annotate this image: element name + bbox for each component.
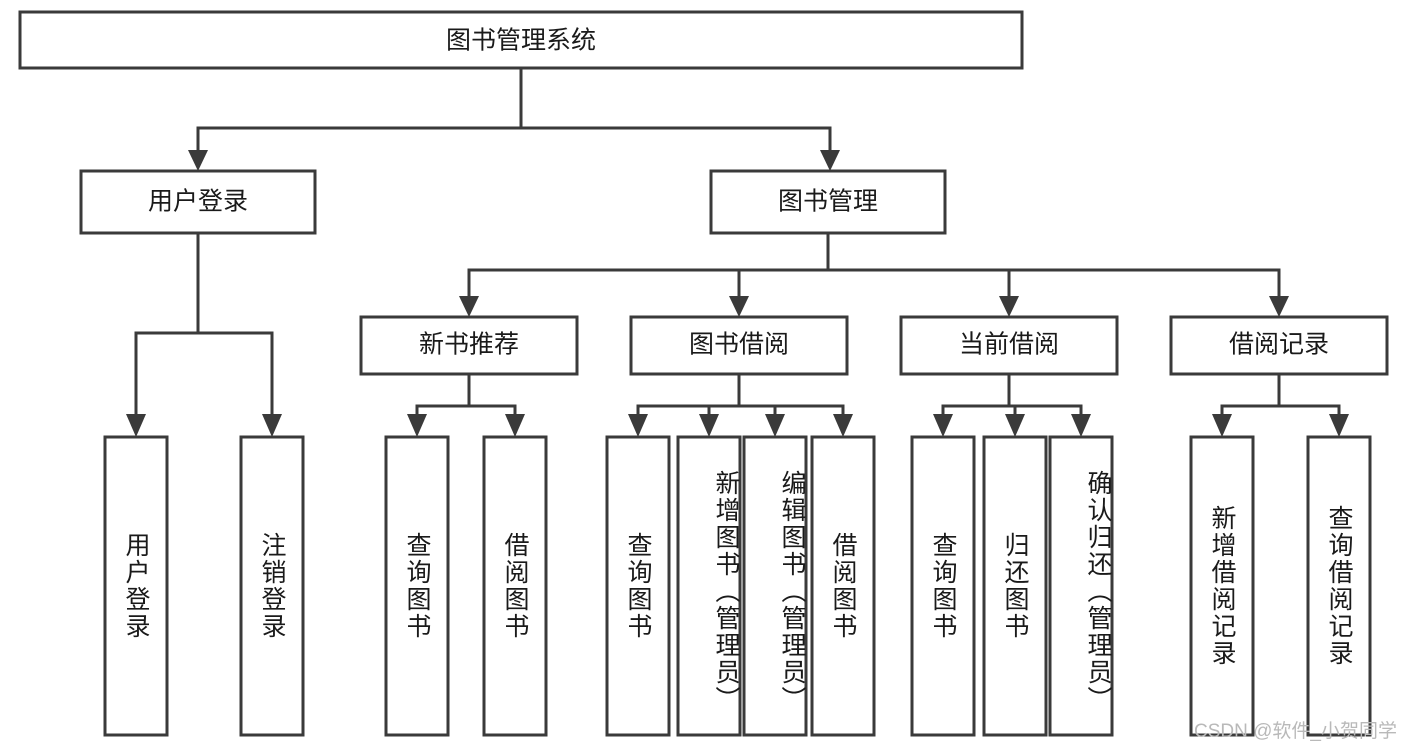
node-borrow-record-label: 借阅记录 (1229, 331, 1329, 359)
arrow-head-leaf-book-borrow-3 (833, 414, 853, 437)
arrow-head-leaf-book-borrow-0 (628, 414, 648, 437)
leaf-box-book-borrow-1[interactable] (676, 435, 742, 737)
node-user-login-label: 用户登录 (148, 188, 248, 216)
arrow-head-leaf-current-borrow-2 (1071, 414, 1091, 437)
node-root[interactable] (18, 10, 1024, 70)
arrow-head-leaf-book-borrow-2 (765, 414, 785, 437)
arrow-head-leaf-user-login-1 (262, 414, 282, 437)
watermark-text: CSDN @软件_小贺同学 (1194, 721, 1397, 742)
arrow-head-leaf-book-borrow-1 (699, 414, 719, 437)
arrow-head-leaf-borrow-record-1 (1329, 414, 1349, 437)
arrow-head-leaf-user-login-0 (126, 414, 146, 437)
connector-currentborrow-to-leaves (933, 372, 1091, 437)
arrow-head-leaf-current-borrow-1 (1005, 414, 1025, 437)
arrow-head-book-management (820, 150, 840, 171)
arrow-head-book-borrow (729, 296, 749, 317)
arrow-head-user-login (188, 150, 208, 171)
leaf-box-book-borrow-3[interactable] (810, 435, 876, 737)
leaf-box-new-book-1[interactable] (482, 435, 548, 737)
arrow-head-borrow-record (1269, 296, 1289, 317)
leaf-box-user-login-0[interactable] (103, 435, 169, 737)
arrow-head-current-borrow (999, 296, 1019, 317)
connector-bookmgmt-to-level3 (459, 231, 1289, 317)
connector-newbook-to-leaves (407, 372, 525, 437)
leaf-box-current-borrow-0[interactable] (910, 435, 976, 737)
node-new-book-recommend[interactable] (359, 315, 579, 376)
connector-bookborrow-to-leaves (628, 372, 853, 437)
leaf-box-new-book-0[interactable] (384, 435, 450, 737)
node-current-borrow-label: 当前借阅 (959, 331, 1059, 359)
connector-userlogin-to-leaves (126, 231, 282, 437)
arrow-head-leaf-new-book-0 (407, 414, 427, 437)
leaf-box-book-borrow-0[interactable] (605, 435, 671, 737)
leaf-box-user-login-1[interactable] (239, 435, 305, 737)
leaf-box-current-borrow-1[interactable] (982, 435, 1048, 737)
node-book-borrow-label: 图书借阅 (689, 331, 789, 359)
leaf-box-borrow-record-1[interactable] (1306, 435, 1372, 737)
node-root-label: 图书管理系统 (446, 27, 596, 55)
leaf-box-current-borrow-2[interactable] (1048, 435, 1114, 737)
leaf-box-book-borrow-2[interactable] (742, 435, 808, 737)
node-current-borrow[interactable] (899, 315, 1119, 376)
connector-root-to-level2 (188, 66, 840, 171)
arrow-head-leaf-new-book-1 (505, 414, 525, 437)
node-user-login[interactable] (79, 169, 317, 235)
arrow-head-leaf-borrow-record-0 (1212, 414, 1232, 437)
arrow-head-leaf-current-borrow-0 (933, 414, 953, 437)
connector-borrowrecord-to-leaves (1212, 372, 1349, 437)
leaf-box-borrow-record-0[interactable] (1189, 435, 1255, 737)
node-book-management-label: 图书管理 (778, 188, 878, 216)
arrow-head-new-book-recommend (459, 296, 479, 317)
node-new-book-recommend-label: 新书推荐 (419, 331, 519, 359)
